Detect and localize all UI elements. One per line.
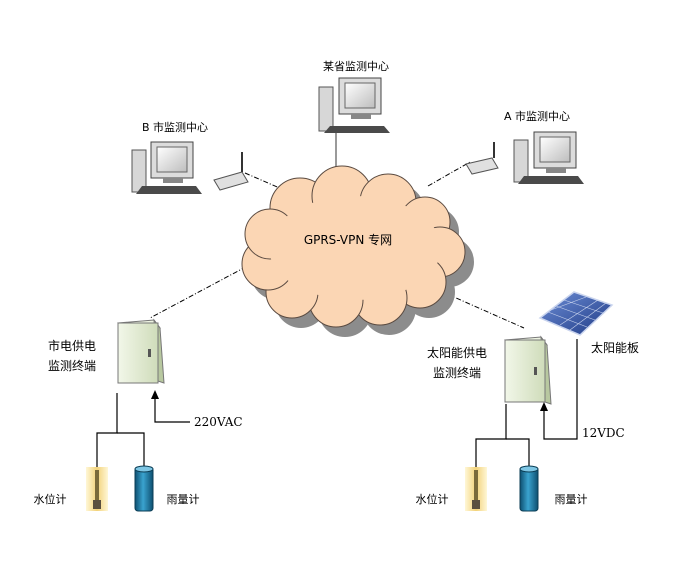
city-b-center-label: B 市监测中心 [142, 120, 208, 134]
keyboard [136, 186, 202, 194]
right-water-level-label: 水位计 [416, 492, 449, 506]
solar-panel-label: 太阳能板 [591, 340, 639, 355]
solar-panel-icon [538, 291, 614, 336]
city-a-center-label: A 市监测中心 [504, 109, 570, 123]
power-wire [154, 398, 190, 423]
mains-terminal-cabinet [117, 322, 159, 384]
link-city-a [427, 161, 471, 187]
right-station: 太阳能板 太阳能供电 监测终端 12VDC 水位计 雨量计 [416, 291, 639, 512]
tower-case [513, 139, 529, 183]
keyboard [518, 176, 584, 184]
gprs-vpn-cloud: GPRS-VPN 专网 [241, 165, 474, 337]
wireless-modem-icon [213, 152, 249, 191]
left-rain-gauge-label: 雨量计 [167, 493, 200, 506]
right-power-label: 12VDC [582, 426, 625, 440]
keyboard [324, 126, 390, 133]
left-station: 市电供电 监测终端 220VAC 水位计 雨量计 [34, 318, 243, 512]
tower-case [131, 149, 147, 193]
left-power-label: 220VAC [194, 415, 243, 429]
left-station-title-line1: 市电供电 [48, 338, 96, 353]
left-water-level-label: 水位计 [34, 492, 67, 506]
rain-gauge-icon [519, 465, 539, 512]
solar-power-wire [543, 339, 578, 440]
city-a-computer [465, 131, 584, 184]
right-rain-gauge-label: 雨量计 [555, 493, 588, 506]
link-left-station [149, 261, 256, 319]
cloud-label: GPRS-VPN 专网 [304, 232, 392, 247]
left-station-title-line2: 监测终端 [48, 358, 96, 373]
rain-gauge-icon [134, 465, 154, 512]
province-center-label: 某省监测中心 [323, 60, 389, 73]
water-sensor-wire [96, 393, 118, 467]
wireless-modem-icon [465, 142, 499, 175]
rain-sensor-wire [117, 432, 145, 467]
link-right-station [437, 289, 525, 329]
tower-case [318, 86, 334, 132]
solar-terminal-cabinet [504, 339, 546, 403]
city-b-computer [131, 141, 249, 194]
water-level-sensor-icon [86, 467, 108, 511]
water-level-sensor-icon [465, 467, 487, 511]
right-station-title-line1: 太阳能供电 [427, 345, 487, 360]
right-station-title-line2: 监测终端 [433, 365, 481, 380]
rain-sensor-wire [506, 438, 530, 467]
province-computer [318, 77, 390, 133]
water-sensor-wire [475, 404, 507, 467]
